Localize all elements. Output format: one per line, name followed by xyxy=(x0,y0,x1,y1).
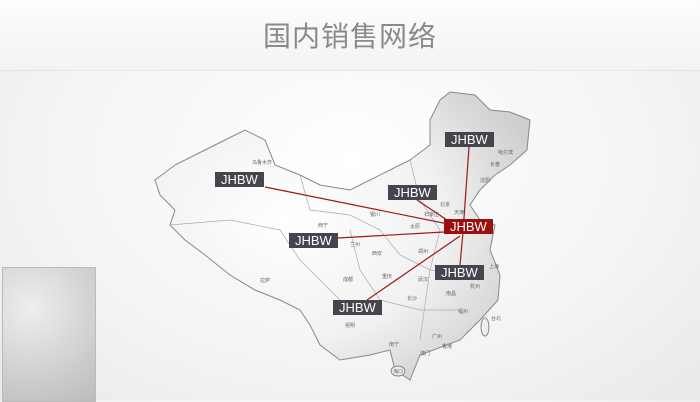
city: 北京 xyxy=(440,202,451,208)
page-title: 国内销售网络 xyxy=(262,20,437,53)
line-center-west xyxy=(337,231,445,239)
city: 台北 xyxy=(491,316,502,322)
china-outline xyxy=(154,91,531,381)
city: 南宁 xyxy=(389,342,400,348)
city: 郑州 xyxy=(418,249,429,255)
city: 武汉 xyxy=(418,277,429,283)
city: 天津 xyxy=(454,210,465,216)
city: 长沙 xyxy=(407,296,418,302)
connection-lines xyxy=(264,146,470,301)
location-label-north[interactable]: JHBW xyxy=(388,185,437,200)
taiwan xyxy=(480,317,490,337)
city: 乌鲁木齐 xyxy=(252,160,273,166)
city: 杭州 xyxy=(470,284,481,290)
location-label-hub[interactable]: JHBW xyxy=(444,219,493,234)
city: 海口 xyxy=(393,369,404,375)
city: 长春 xyxy=(490,162,501,168)
hainan xyxy=(390,365,406,377)
city: 兰州 xyxy=(350,242,361,248)
city: 澳门 xyxy=(420,351,431,357)
city: 成都 xyxy=(343,277,354,283)
city: 银川 xyxy=(370,212,381,218)
header: 国内销售网络 xyxy=(0,0,700,71)
city: 拉萨 xyxy=(260,278,271,284)
city: 福州 xyxy=(458,309,469,315)
city: 沈阳 xyxy=(480,178,491,184)
city: 石家庄 xyxy=(424,212,440,218)
city: 太原 xyxy=(410,224,421,230)
location-label-center-west[interactable]: JHBW xyxy=(289,233,338,248)
location-label-west[interactable]: JHBW xyxy=(215,172,264,187)
city: 重庆 xyxy=(382,274,393,280)
city: 西安 xyxy=(372,251,383,257)
location-label-east[interactable]: JHBW xyxy=(435,265,484,280)
city: 昆明 xyxy=(345,323,356,329)
south-china-sea-inset-map xyxy=(2,267,96,402)
city: 上海 xyxy=(489,264,500,270)
location-label-south-west[interactable]: JHBW xyxy=(333,300,382,315)
city: 南昌 xyxy=(446,291,457,297)
line-north-east xyxy=(462,146,470,233)
line-south-west xyxy=(366,235,461,301)
city: 香港 xyxy=(442,344,453,350)
city: 广州 xyxy=(432,334,443,340)
city: 哈尔滨 xyxy=(498,150,514,156)
line-west xyxy=(264,186,464,228)
city: 西宁 xyxy=(318,223,329,229)
location-label-north-east[interactable]: JHBW xyxy=(445,132,494,147)
line-east xyxy=(459,231,464,266)
